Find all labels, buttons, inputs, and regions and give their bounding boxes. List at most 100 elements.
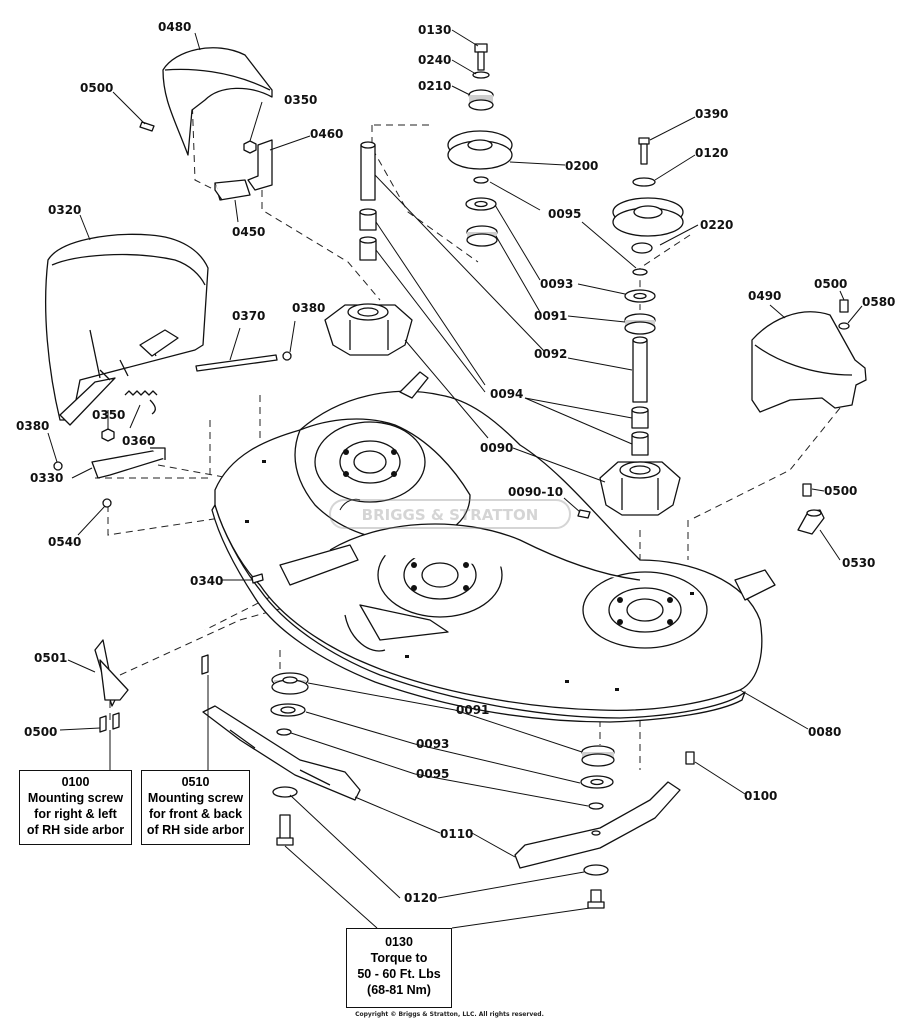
label-0500-lower: 0500 [24, 725, 57, 739]
bolt-0500-upper [139, 121, 155, 132]
bolt-0390 [638, 137, 650, 165]
label-0320: 0320 [48, 203, 81, 217]
label-0500-right-top: 0500 [814, 277, 847, 291]
bushing-0094-right [631, 406, 649, 456]
washer-0580 [838, 322, 850, 330]
label-0094: 0094 [490, 387, 523, 401]
spacer-0210 [468, 89, 494, 111]
pulley-0220 [612, 197, 684, 254]
blade-left-0110 [202, 705, 361, 801]
note-0130-line-1: 0130 [385, 935, 413, 949]
label-0210: 0210 [418, 79, 451, 93]
label-0330: 0330 [30, 471, 63, 485]
label-0380-right: 0380 [292, 301, 325, 315]
label-0500-upper: 0500 [80, 81, 113, 95]
pulley-0200 [447, 130, 513, 170]
washer-0093-upper [465, 197, 497, 211]
note-0510-line-4: of RH side arbor [146, 823, 245, 837]
rod-0370 [195, 354, 278, 372]
bracket-0330 [91, 447, 166, 479]
note-0100-line-1: 0100 [61, 775, 90, 789]
bearing-0091-lower [581, 745, 615, 767]
note-0130-torque: 0130 Torque to 50 - 60 Ft. Lbs (68-81 Nm… [346, 928, 452, 1008]
leader-lines [47, 29, 863, 929]
label-0540: 0540 [48, 535, 81, 549]
shaft-0092-right [632, 336, 648, 403]
brand-watermark: BRIGGS & STRATTON [329, 499, 571, 529]
bolt-0500-right-top [839, 299, 849, 313]
blade-right-0110 [514, 781, 681, 869]
spindle-housing-0090-center [324, 303, 413, 356]
note-0130-line-4: (68-81 Nm) [367, 983, 431, 997]
discharge-chute-0320 [45, 233, 209, 426]
label-0450: 0450 [232, 225, 265, 239]
shaft-0092-center [360, 141, 376, 201]
spring-0360 [124, 390, 158, 415]
note-0130-line-3: 50 - 60 Ft. Lbs [357, 967, 441, 981]
label-0095-upper: 0095 [548, 207, 581, 221]
label-0350-upper: 0350 [284, 93, 317, 107]
note-0130-line-2: Torque to [370, 951, 428, 965]
nut-0380-left [53, 461, 63, 471]
bolt-0130-top [474, 43, 488, 71]
label-0370: 0370 [232, 309, 265, 323]
mower-deck-housing [211, 371, 776, 723]
label-0080: 0080 [808, 725, 841, 739]
label-0095-lower: 0095 [416, 767, 449, 781]
label-0090: 0090 [480, 441, 513, 455]
washer-0240 [472, 71, 490, 79]
label-0092: 0092 [534, 347, 567, 361]
bushing-0094-center [359, 208, 377, 261]
label-0220: 0220 [700, 218, 733, 232]
washer-0093-lower [580, 775, 614, 789]
bearing-0091-left [271, 672, 309, 695]
label-0240: 0240 [418, 53, 451, 67]
grease-fitting-0090-10 [577, 509, 591, 519]
label-0200: 0200 [565, 159, 598, 173]
label-0360: 0360 [122, 434, 155, 448]
belt-cover-0490 [751, 311, 867, 413]
nut-0350-upper [243, 140, 257, 154]
note-0510-mounting-screw: 0510 Mounting screw for front & back of … [141, 770, 250, 845]
idler-0530 [797, 509, 825, 535]
label-0110: 0110 [440, 827, 473, 841]
note-0510-line-1: 0510 [181, 775, 210, 789]
label-0090-10: 0090-10 [508, 485, 563, 499]
label-0460: 0460 [310, 127, 343, 141]
bolt-0130-left [276, 814, 294, 846]
part-labels: 0480 0500 0350 0460 0450 0320 0370 0380 … [16, 20, 895, 905]
copyright-notice: Copyright © Briggs & Stratton, LLC. All … [355, 1011, 544, 1018]
label-0500-right: 0500 [824, 484, 857, 498]
nut-0540 [102, 498, 112, 508]
label-0091-upper: 0091 [534, 309, 567, 323]
washer-0095-left [276, 728, 292, 736]
label-0580: 0580 [862, 295, 895, 309]
label-0130-top: 0130 [418, 23, 451, 37]
bracket-0501 [94, 639, 129, 707]
note-0100-line-3: for right & left [34, 807, 117, 821]
note-0100-line-4: of RH side arbor [26, 823, 125, 837]
bolt-0500-right [802, 483, 812, 497]
bolt-0340 [251, 573, 264, 584]
bolts-0500-lower [99, 712, 120, 733]
washer-0093-right [624, 289, 656, 303]
belt-cover-0480 [162, 47, 273, 156]
label-0380-left: 0380 [16, 419, 49, 433]
bolt-0130-lower [587, 889, 605, 909]
label-0091-lower: 0091 [456, 703, 489, 717]
label-0100: 0100 [744, 789, 777, 803]
label-0501: 0501 [34, 651, 67, 665]
watermark-text: BRIGGS & STRATTON [362, 506, 539, 524]
washer-0120-lower [583, 864, 609, 876]
washer-0095-lower [588, 802, 604, 810]
bracket-0450 [214, 179, 251, 201]
label-0480: 0480 [158, 20, 191, 34]
label-0390: 0390 [695, 107, 728, 121]
washer-0093-left [270, 703, 306, 717]
label-0340: 0340 [190, 574, 223, 588]
label-0490: 0490 [748, 289, 781, 303]
washer-0120-upper [632, 177, 656, 187]
label-0093-upper: 0093 [540, 277, 573, 291]
washer-0120-left [272, 786, 298, 798]
